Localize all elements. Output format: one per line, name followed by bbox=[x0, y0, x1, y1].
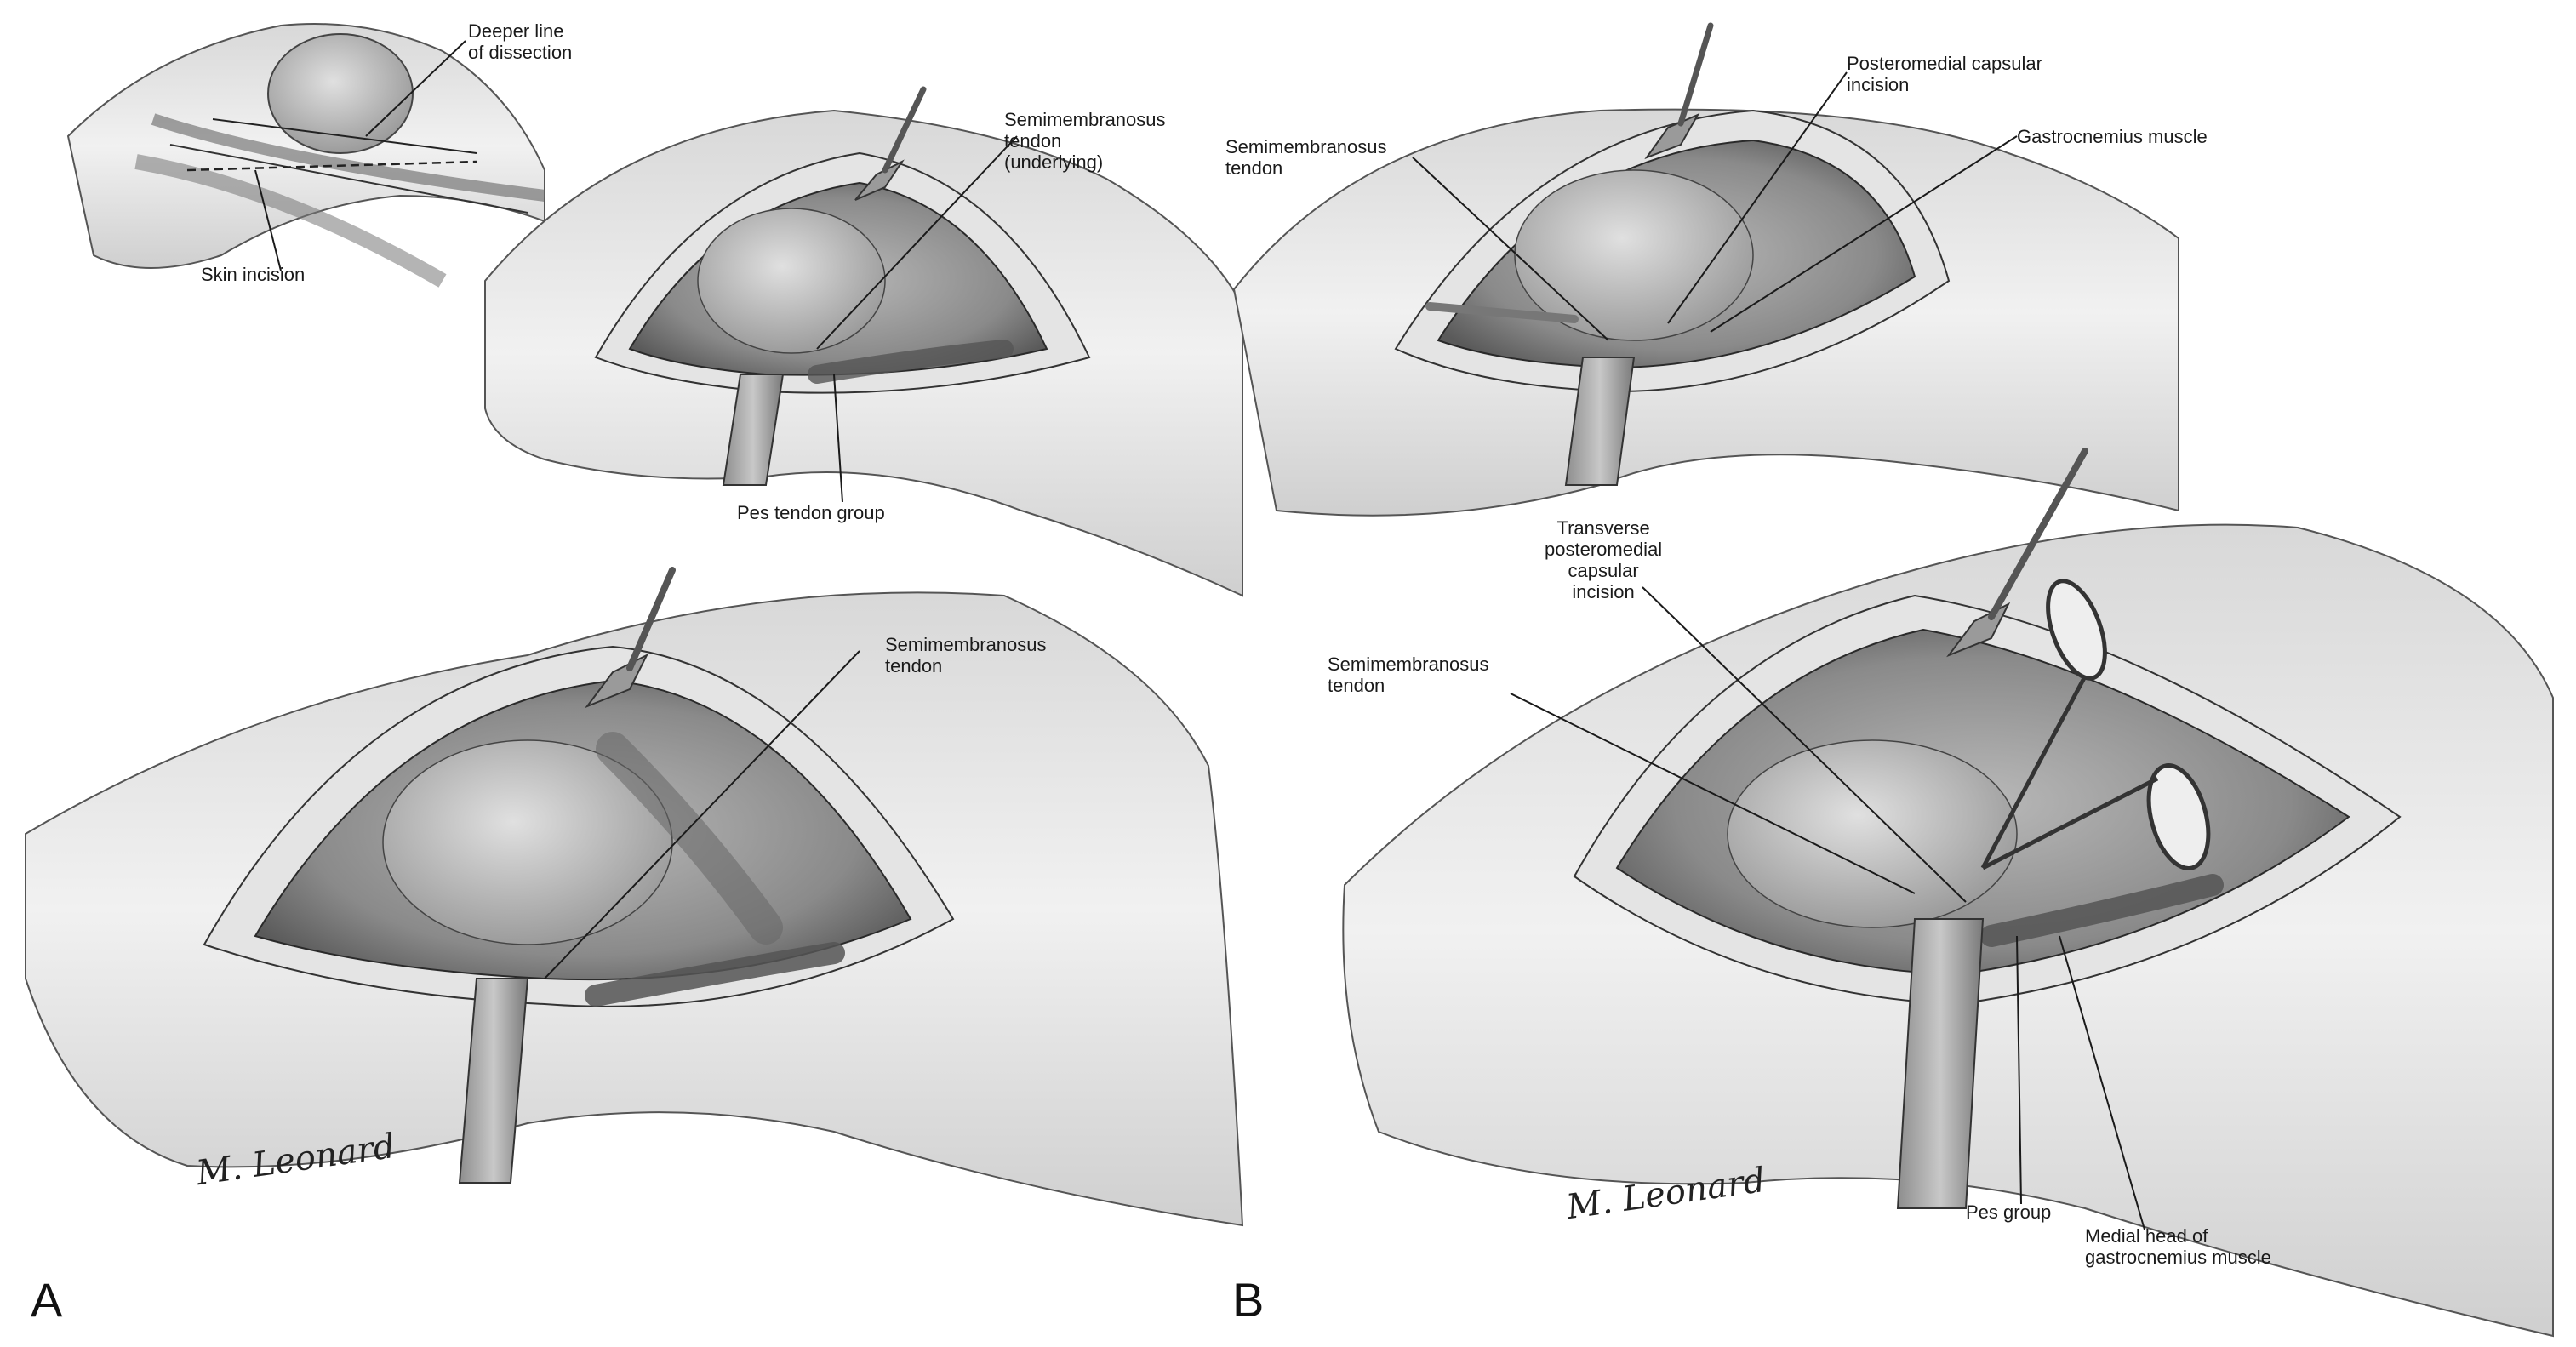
panel-label-b: B bbox=[1232, 1273, 1265, 1327]
rake-retractor bbox=[1644, 22, 1714, 160]
scissors bbox=[1980, 579, 2211, 870]
dashed-incision-line bbox=[186, 160, 477, 172]
label-pes-tendon-group: Pes tendon group bbox=[737, 502, 885, 523]
label-semimembranosus-tendon-b-top: Semimembranosus tendon bbox=[1225, 136, 1387, 179]
label-semimembranosus-tendon-a: Semimembranosus tendon bbox=[885, 634, 1047, 676]
panel-b-exposure-2 bbox=[1342, 448, 2554, 1338]
rake-retractor bbox=[854, 86, 927, 201]
panel-a-exposure-2 bbox=[25, 567, 1244, 1227]
label-semimembranosus-tendon-b-bottom: Semimembranosus tendon bbox=[1328, 654, 1489, 696]
label-posteromedial-capsular-incision: Posteromedial capsular incision bbox=[1847, 53, 2042, 95]
label-pes-group: Pes group bbox=[1966, 1201, 2052, 1223]
rake-retractor bbox=[1946, 448, 2088, 658]
label-deeper-line: Deeper line of dissection bbox=[468, 20, 573, 63]
scalpel bbox=[1425, 302, 1579, 323]
retractor bbox=[458, 978, 529, 1184]
label-gastrocnemius-muscle: Gastrocnemius muscle bbox=[2017, 126, 2208, 147]
retractor bbox=[1896, 918, 1985, 1209]
leader-lines bbox=[254, 40, 2145, 1230]
panel-label-a: A bbox=[31, 1273, 63, 1327]
retractor bbox=[722, 374, 785, 486]
label-skin-incision: Skin incision bbox=[201, 264, 306, 285]
inset-knee-drawing bbox=[66, 23, 545, 288]
label-semimembranosus-underlying: Semimembranosus tendon (underlying) bbox=[1004, 109, 1166, 173]
label-transverse-posteromedial-capsular-incision: Transverse posteromedial capsular incisi… bbox=[1545, 517, 1663, 602]
rake-retractor bbox=[585, 567, 676, 709]
label-medial-head-gastrocnemius: Medial head of gastrocnemius muscle bbox=[2085, 1225, 2271, 1268]
retractor bbox=[1564, 357, 1636, 486]
panel-a-exposure-1 bbox=[484, 86, 1243, 597]
